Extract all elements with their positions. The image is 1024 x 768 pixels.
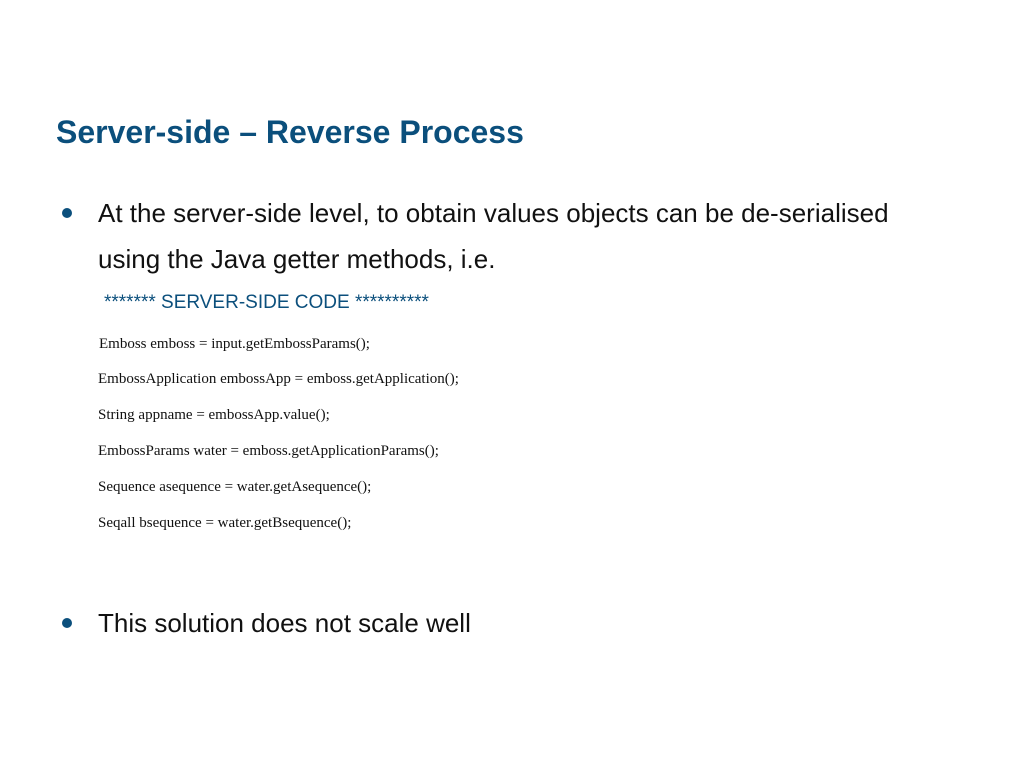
- code-line: Sequence asequence = water.getAsequence(…: [98, 479, 372, 495]
- code-line: Emboss emboss = input.getEmbossParams();: [99, 336, 370, 352]
- code-line: Seqall bsequence = water.getBsequence();: [98, 515, 352, 531]
- bullet-text: This solution does not scale well: [98, 608, 471, 638]
- bullet-text: At the server-side level, to obtain valu…: [98, 198, 889, 274]
- code-line: EmbossParams water = emboss.getApplicati…: [98, 443, 439, 459]
- bullet-dot-icon: [62, 208, 72, 218]
- code-line: String appname = embossApp.value();: [98, 407, 330, 423]
- bullet-dot-icon: [62, 618, 72, 628]
- code-line: EmbossApplication embossApp = emboss.get…: [98, 371, 459, 387]
- slide-title: Server-side – Reverse Process: [56, 114, 524, 150]
- code-header: ******* SERVER-SIDE CODE **********: [104, 292, 429, 313]
